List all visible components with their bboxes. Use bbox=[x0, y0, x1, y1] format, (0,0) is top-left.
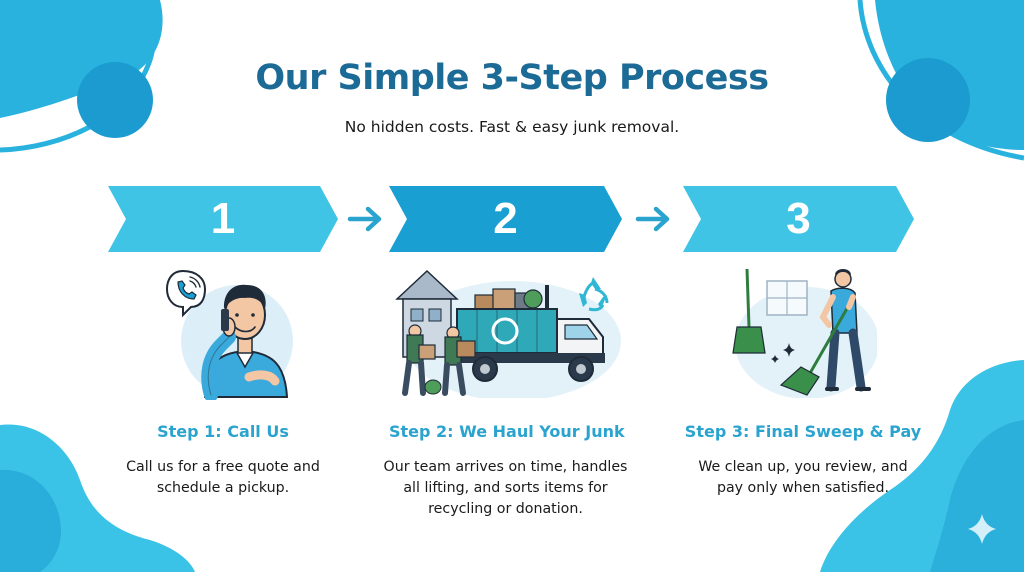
junk-truck-illustration bbox=[395, 269, 621, 398]
sparkle-icon bbox=[968, 514, 996, 544]
man-sweeping-illustration bbox=[732, 268, 877, 398]
worker-figure bbox=[442, 326, 476, 396]
arrow-right-icon bbox=[635, 206, 670, 232]
step-2-description: Our team arrives on time, handles all li… bbox=[380, 457, 631, 520]
description-line: schedule a pickup. bbox=[156, 480, 290, 496]
description-line: We clean up, you review, and bbox=[698, 459, 908, 475]
step-3-description: We clean up, you review, and pay only wh… bbox=[683, 457, 923, 499]
step-2-number: 2 bbox=[493, 194, 518, 243]
page-subtitle: No hidden costs. Fast & easy junk remova… bbox=[344, 118, 680, 136]
step-1-number: 1 bbox=[210, 194, 236, 243]
description-line: pay only when satisfied. bbox=[716, 480, 890, 496]
recycle-icon bbox=[579, 277, 609, 312]
step-1-description: Call us for a free quote and schedule a … bbox=[104, 457, 342, 499]
description-line: recycling or donation. bbox=[428, 501, 583, 517]
step-3-banner: 3 bbox=[683, 186, 914, 252]
step-1-title: Step 1: Call Us bbox=[157, 422, 289, 441]
man-on-phone-illustration bbox=[165, 269, 293, 400]
broom-icon bbox=[732, 268, 766, 354]
arrow-right-icon bbox=[347, 206, 382, 232]
step-2-banner: 2 bbox=[389, 186, 622, 252]
banner-shape bbox=[108, 186, 338, 252]
step-3-number: 3 bbox=[786, 194, 811, 243]
step-1-banner: 1 bbox=[108, 186, 338, 252]
page-title: Our Simple 3-Step Process bbox=[255, 58, 769, 98]
banner-shape bbox=[683, 186, 914, 252]
banner-shape bbox=[389, 186, 622, 252]
step-2-title: Step 2: We Haul Your Junk bbox=[389, 422, 625, 441]
step-3-title: Step 3: Final Sweep & Pay bbox=[684, 422, 922, 441]
description-line: all lifting, and sorts items for bbox=[403, 480, 608, 496]
description-line: Our team arrives on time, handles bbox=[383, 459, 628, 475]
worker-figure bbox=[402, 324, 436, 396]
description-line: Call us for a free quote and bbox=[126, 459, 320, 475]
phone-icon bbox=[165, 269, 207, 318]
